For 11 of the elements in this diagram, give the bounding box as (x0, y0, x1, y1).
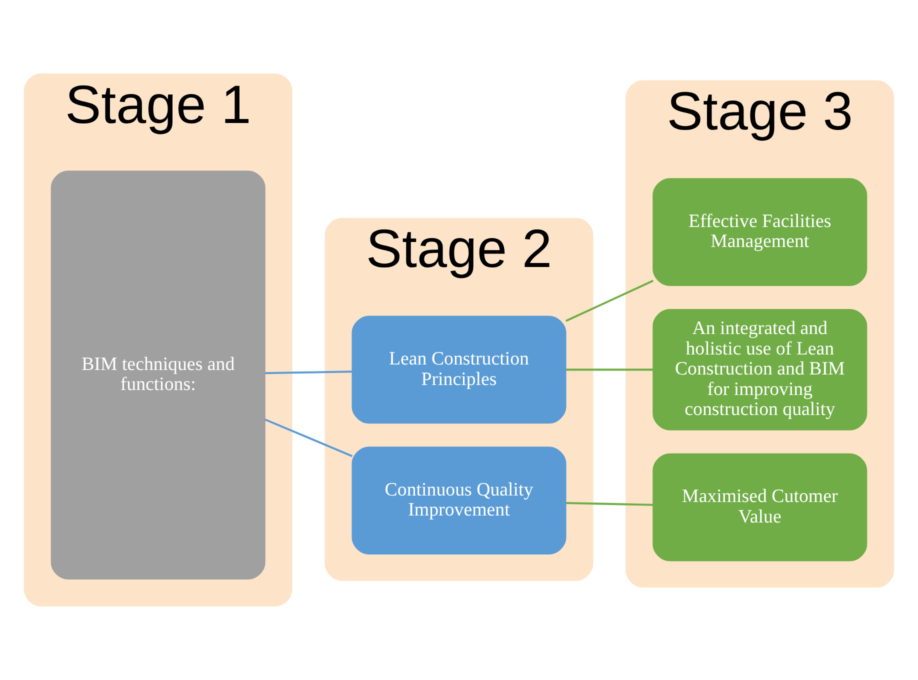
node-box: Continuous Quality Improvement (352, 446, 566, 555)
node-box: Effective Facilities Management (652, 178, 868, 286)
node-box: Lean Construction Principles (352, 316, 566, 424)
connector (264, 418, 353, 458)
connector (565, 280, 654, 322)
connector (566, 502, 654, 506)
node-box: BIM techniques and functions: (50, 170, 266, 580)
node-box: An integrated and holistic use of Lean Construction and BIM for improving construction quality (652, 308, 868, 430)
connector (265, 370, 352, 374)
connector (566, 368, 654, 371)
node-box: Maximised Cutomer Value (652, 453, 868, 562)
